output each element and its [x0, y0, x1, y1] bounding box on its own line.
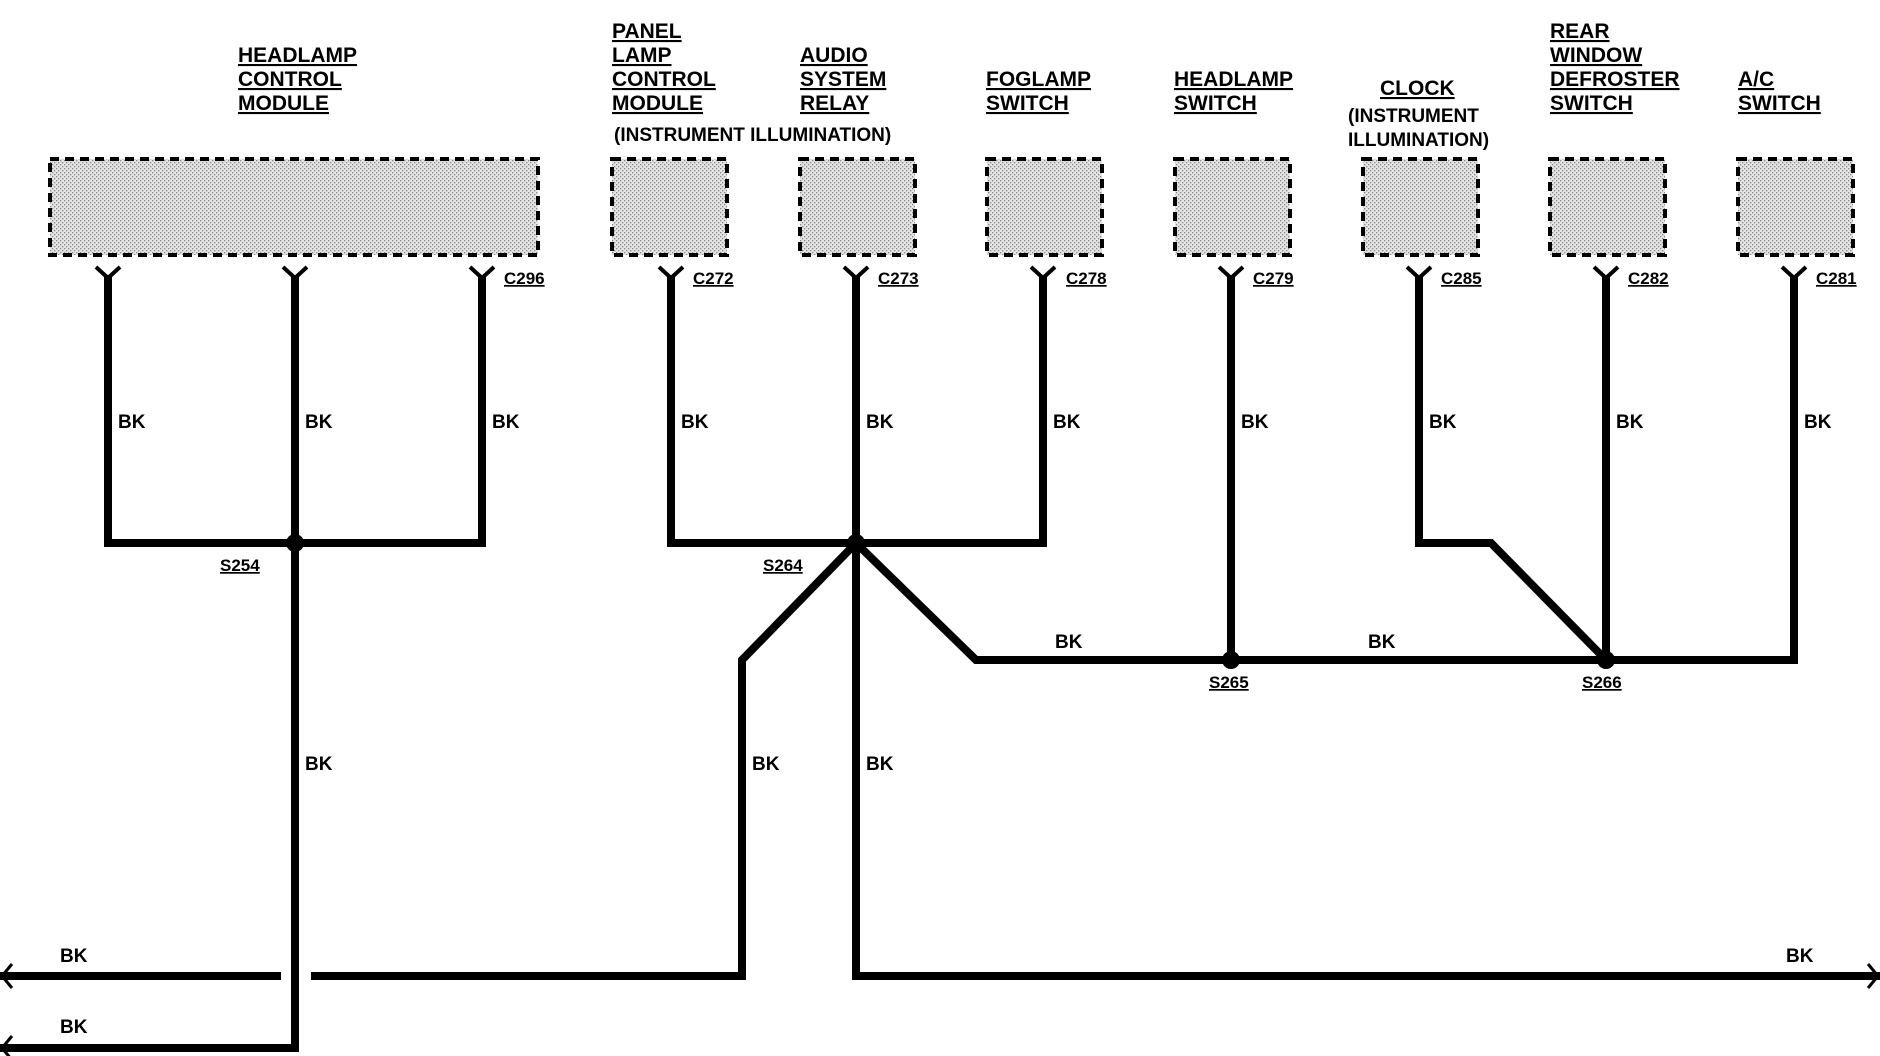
svg-text:HEADLAMP: HEADLAMP	[238, 44, 357, 67]
wire-color-label: BK	[1616, 412, 1644, 433]
connector-c281: C281	[1816, 269, 1857, 288]
component-label-panel-lamp-control-module: PANEL LAMP CONTROL MODULE (INSTRUMENT IL…	[612, 20, 891, 146]
component-label-headlamp-control-module: HEADLAMP CONTROL MODULE	[238, 44, 357, 115]
component-label-clock: CLOCK (INSTRUMENT ILLUMINATION)	[1348, 77, 1489, 151]
svg-text:SWITCH: SWITCH	[1738, 92, 1821, 115]
splice-label-s265: S265	[1209, 673, 1249, 692]
wire-audio-relay	[852, 276, 1880, 980]
wire-color-label: BK	[1804, 412, 1832, 433]
connector-c279: C279	[1253, 269, 1294, 288]
connector-c278: C278	[1066, 269, 1107, 288]
ac-switch-box	[1736, 157, 1855, 257]
wire-color-label: BK	[1241, 412, 1269, 433]
wire-plcm	[667, 276, 856, 547]
component-label-rear-window-defroster-switch: REAR WINDOW DEFROSTER SWITCH	[1550, 20, 1680, 115]
svg-text:SWITCH: SWITCH	[1550, 92, 1633, 115]
wire-color-label: BK	[118, 412, 146, 433]
wire-s264-to-s265	[853, 540, 1231, 664]
wire-color-label: BK	[305, 412, 333, 433]
splice-dot-s264	[847, 534, 865, 552]
wire-color-label: BK	[1368, 632, 1396, 653]
wire-ac-switch	[1606, 276, 1798, 664]
splice-dot-s265	[1222, 651, 1240, 669]
svg-text:SYSTEM: SYSTEM	[800, 68, 886, 91]
svg-text:LAMP: LAMP	[612, 44, 672, 67]
connector-terminal-symbols	[94, 265, 1808, 281]
svg-text:SWITCH: SWITCH	[986, 92, 1069, 115]
wire-hcm-pin2	[0, 276, 299, 1052]
wire-color-label: BK	[866, 754, 894, 775]
splice-label-s264: S264	[763, 556, 803, 575]
svg-text:WINDOW: WINDOW	[1550, 44, 1642, 67]
wire-hcm-pin3	[295, 276, 486, 547]
svg-text:CONTROL: CONTROL	[612, 68, 716, 91]
wire-s264-to-left-bus	[311, 540, 859, 980]
foglamp-switch-box	[985, 157, 1104, 257]
svg-text:HEADLAMP: HEADLAMP	[1174, 68, 1293, 91]
wire-hcm-pin1	[104, 276, 295, 547]
svg-text:(INSTRUMENT: (INSTRUMENT	[1348, 106, 1479, 127]
svg-text:CONTROL: CONTROL	[238, 68, 342, 91]
audio-system-relay-box	[798, 157, 917, 257]
svg-text:REAR: REAR	[1550, 20, 1610, 43]
svg-text:MODULE: MODULE	[612, 92, 703, 115]
connector-c272: C272	[693, 269, 734, 288]
component-label-foglamp-switch: FOGLAMP SWITCH	[986, 68, 1091, 115]
component-label-ac-switch: A/C SWITCH	[1738, 68, 1821, 115]
panel-lamp-control-module-box	[610, 157, 729, 257]
clock-box	[1361, 157, 1480, 257]
svg-text:MODULE: MODULE	[238, 92, 329, 115]
wire-color-label: BK	[305, 754, 333, 775]
connector-c282: C282	[1628, 269, 1669, 288]
svg-text:ILLUMINATION): ILLUMINATION)	[1348, 130, 1489, 151]
svg-text:DEFROSTER: DEFROSTER	[1550, 68, 1680, 91]
svg-text:A/C: A/C	[1738, 68, 1774, 91]
splice-label-s266: S266	[1582, 673, 1622, 692]
svg-text:RELAY: RELAY	[800, 92, 869, 115]
connector-c285: C285	[1441, 269, 1482, 288]
wire-color-label: BK	[1053, 412, 1081, 433]
wire-color-label: BK	[866, 412, 894, 433]
connector-c296: C296	[504, 269, 545, 288]
wire-color-label: BK	[492, 412, 520, 433]
wire-color-label: BK	[60, 1017, 88, 1038]
wire-color-label: BK	[1786, 946, 1814, 967]
svg-text:SWITCH: SWITCH	[1174, 92, 1257, 115]
wire-clock	[1415, 276, 1609, 663]
splice-dot-s266	[1597, 651, 1615, 669]
svg-text:PANEL: PANEL	[612, 20, 682, 43]
headlamp-switch-box	[1173, 157, 1292, 257]
component-label-headlamp-switch: HEADLAMP SWITCH	[1174, 68, 1293, 115]
wire-color-label: BK	[1055, 632, 1083, 653]
headlamp-control-module-box	[48, 157, 540, 257]
wire-color-label: BK	[752, 754, 780, 775]
svg-text:AUDIO: AUDIO	[800, 44, 868, 67]
connector-c273: C273	[878, 269, 919, 288]
splice-label-s254: S254	[220, 556, 260, 575]
svg-text:FOGLAMP: FOGLAMP	[986, 68, 1091, 91]
component-label-audio-system-relay: AUDIO SYSTEM RELAY	[800, 44, 886, 115]
rear-window-defroster-switch-box	[1548, 157, 1667, 257]
wire-color-label: BK	[1429, 412, 1457, 433]
wire-color-label: BK	[681, 412, 709, 433]
wire-color-label: BK	[60, 946, 88, 967]
wire-continuation-marks	[0, 963, 1880, 1056]
wire-foglamp	[856, 276, 1047, 547]
splice-dot-s254	[286, 534, 304, 552]
svg-text:(INSTRUMENT ILLUMINATION): (INSTRUMENT ILLUMINATION)	[614, 125, 891, 146]
svg-text:CLOCK: CLOCK	[1380, 77, 1455, 100]
